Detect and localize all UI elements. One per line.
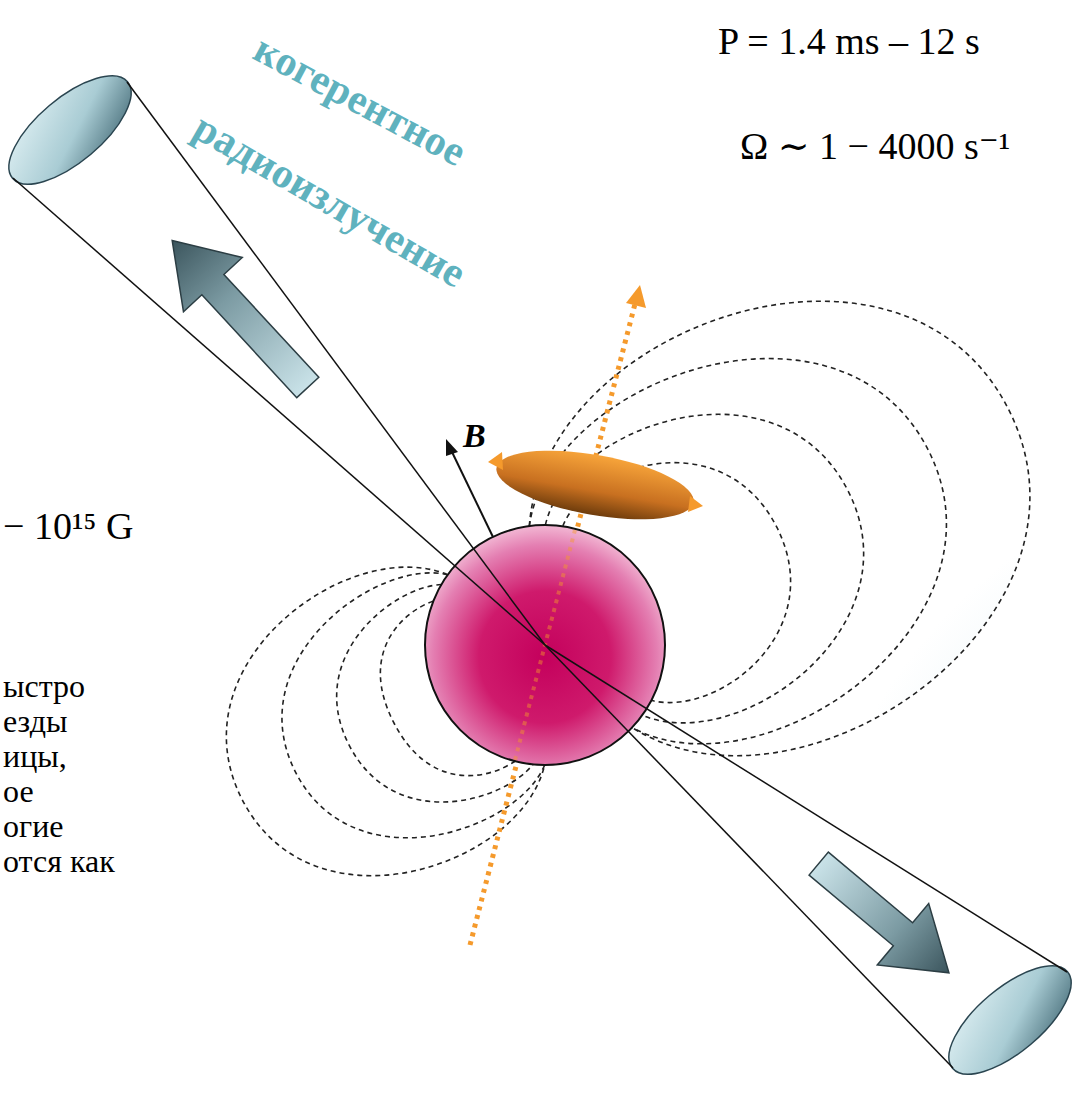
- field-strength: − 10¹⁵ G: [3, 505, 134, 549]
- spin-arrowhead: [688, 496, 703, 512]
- beam-arrow: [793, 833, 975, 1004]
- text-fragment: ое: [3, 773, 34, 810]
- field-vector: [452, 452, 493, 537]
- spin-arrowhead: [488, 452, 503, 470]
- period-range: P = 1.4 ms – 12 s: [718, 20, 980, 64]
- text-fragment: ицы,: [3, 738, 67, 775]
- field-symbol: B: [463, 416, 486, 455]
- text-fragment: езды: [3, 703, 67, 740]
- beam-cone: [13, 82, 1067, 1068]
- beam-cap: [932, 947, 1088, 1092]
- text-fragment: ыстро: [3, 668, 85, 705]
- spin-ring: [491, 438, 698, 532]
- text-fragment: отся как: [3, 843, 115, 880]
- text-fragment: огие: [3, 808, 63, 845]
- beam-arrow: [143, 213, 337, 414]
- axis-arrowhead: [626, 285, 646, 308]
- beam-cap: [0, 57, 148, 202]
- field-lines: [144, 217, 1090, 991]
- field-vector-head: [446, 439, 458, 456]
- spin-frequency: Ω ∼ 1 − 4000 s⁻¹: [740, 125, 1010, 169]
